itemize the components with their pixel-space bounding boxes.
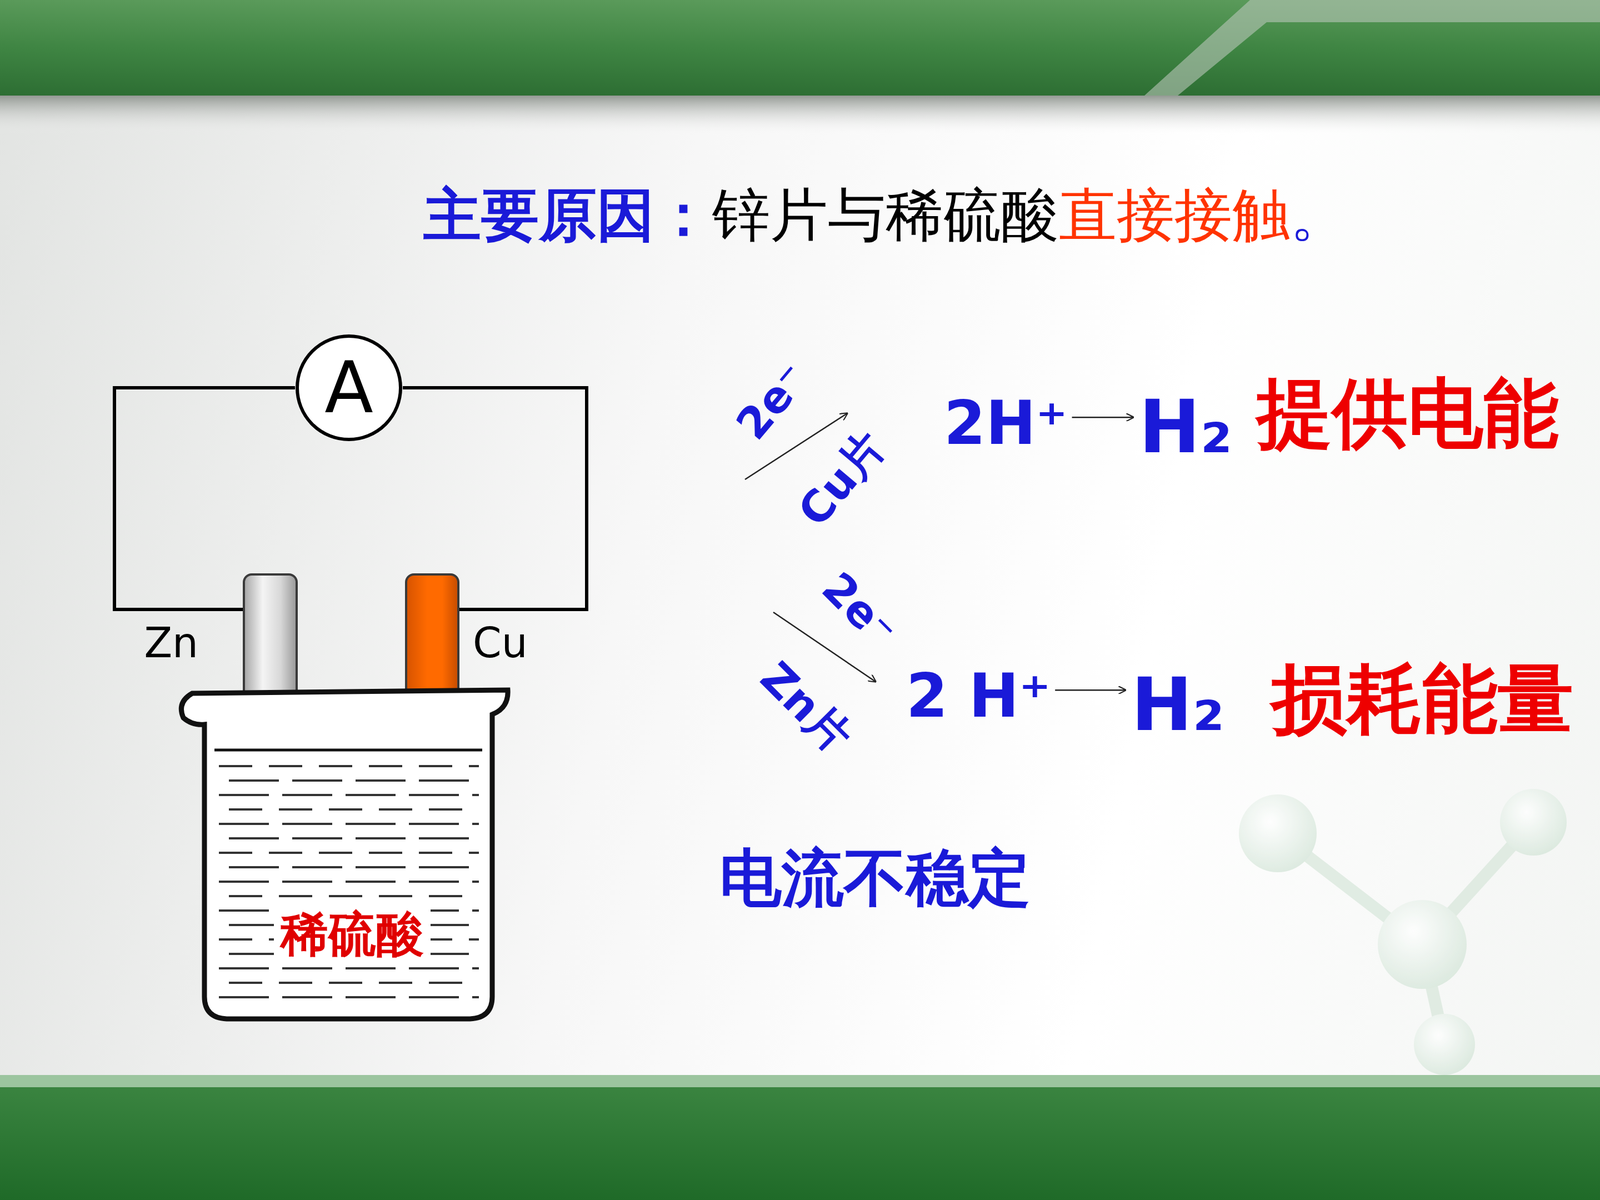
ion-label: 2 H⁺ [906, 666, 1051, 727]
title-text: 锌片与稀硫酸 [712, 183, 1059, 247]
meter-letter: A [324, 352, 374, 424]
electrode-label: Cu [472, 622, 528, 664]
conclusion-note: 电流不稳定 [719, 846, 1031, 909]
beaker-glass [181, 690, 508, 1019]
liquid-hatching [218, 880, 479, 883]
liquid-hatching [218, 765, 479, 768]
title-emphasis: 直接接触 [1058, 183, 1290, 247]
ammeter-circle: A [295, 333, 403, 442]
liquid-hatching [228, 779, 479, 782]
liquid-hatching [218, 793, 479, 797]
liquid-surface [214, 748, 483, 752]
liquid-hatching [218, 967, 479, 970]
liquid-hatching [218, 996, 479, 999]
title-period: 。 [1290, 183, 1348, 247]
electron-label: 2e⁻ [815, 565, 904, 654]
header-band [0, 0, 1600, 96]
ammeter-ring [297, 336, 401, 440]
footer-stripe [0, 1075, 1600, 1088]
electrode-label: Zn [143, 622, 199, 664]
liquid-hatching [228, 808, 479, 811]
header-shadow [0, 94, 1600, 134]
product-label: H₂ [1138, 390, 1233, 464]
beaker: 稀硫酸 [175, 685, 516, 1026]
liquid-hatching [228, 981, 479, 984]
molecule-decoration [1238, 788, 1567, 1075]
reaction-arrow [1072, 416, 1134, 419]
liquid-hatching [228, 866, 479, 869]
ion-label: 2H⁺ [943, 393, 1068, 454]
footer-band [0, 1087, 1600, 1200]
electrode-tag: Cu片 [791, 424, 893, 534]
reaction-arrow [1055, 689, 1126, 692]
title-lead: 主要原因： [423, 183, 713, 247]
liquid-hatching [228, 895, 479, 898]
solution-label: 稀硫酸 [273, 906, 431, 962]
title-row: 主要原因：锌片与稀硫酸直接接触。 [423, 183, 1348, 247]
liquid-hatching [228, 837, 479, 840]
result-note: 提供电能 [1256, 375, 1559, 452]
product-label: H₂ [1131, 667, 1225, 742]
electron-label: 2e⁻ [728, 355, 815, 447]
liquid-hatching [218, 822, 479, 825]
beaker-outline [175, 685, 516, 1026]
result-note: 损耗能量 [1271, 661, 1574, 737]
electrode-tag: Zn片 [753, 654, 859, 760]
liquid-hatching [218, 851, 479, 854]
header-accent [1144, 0, 1600, 96]
